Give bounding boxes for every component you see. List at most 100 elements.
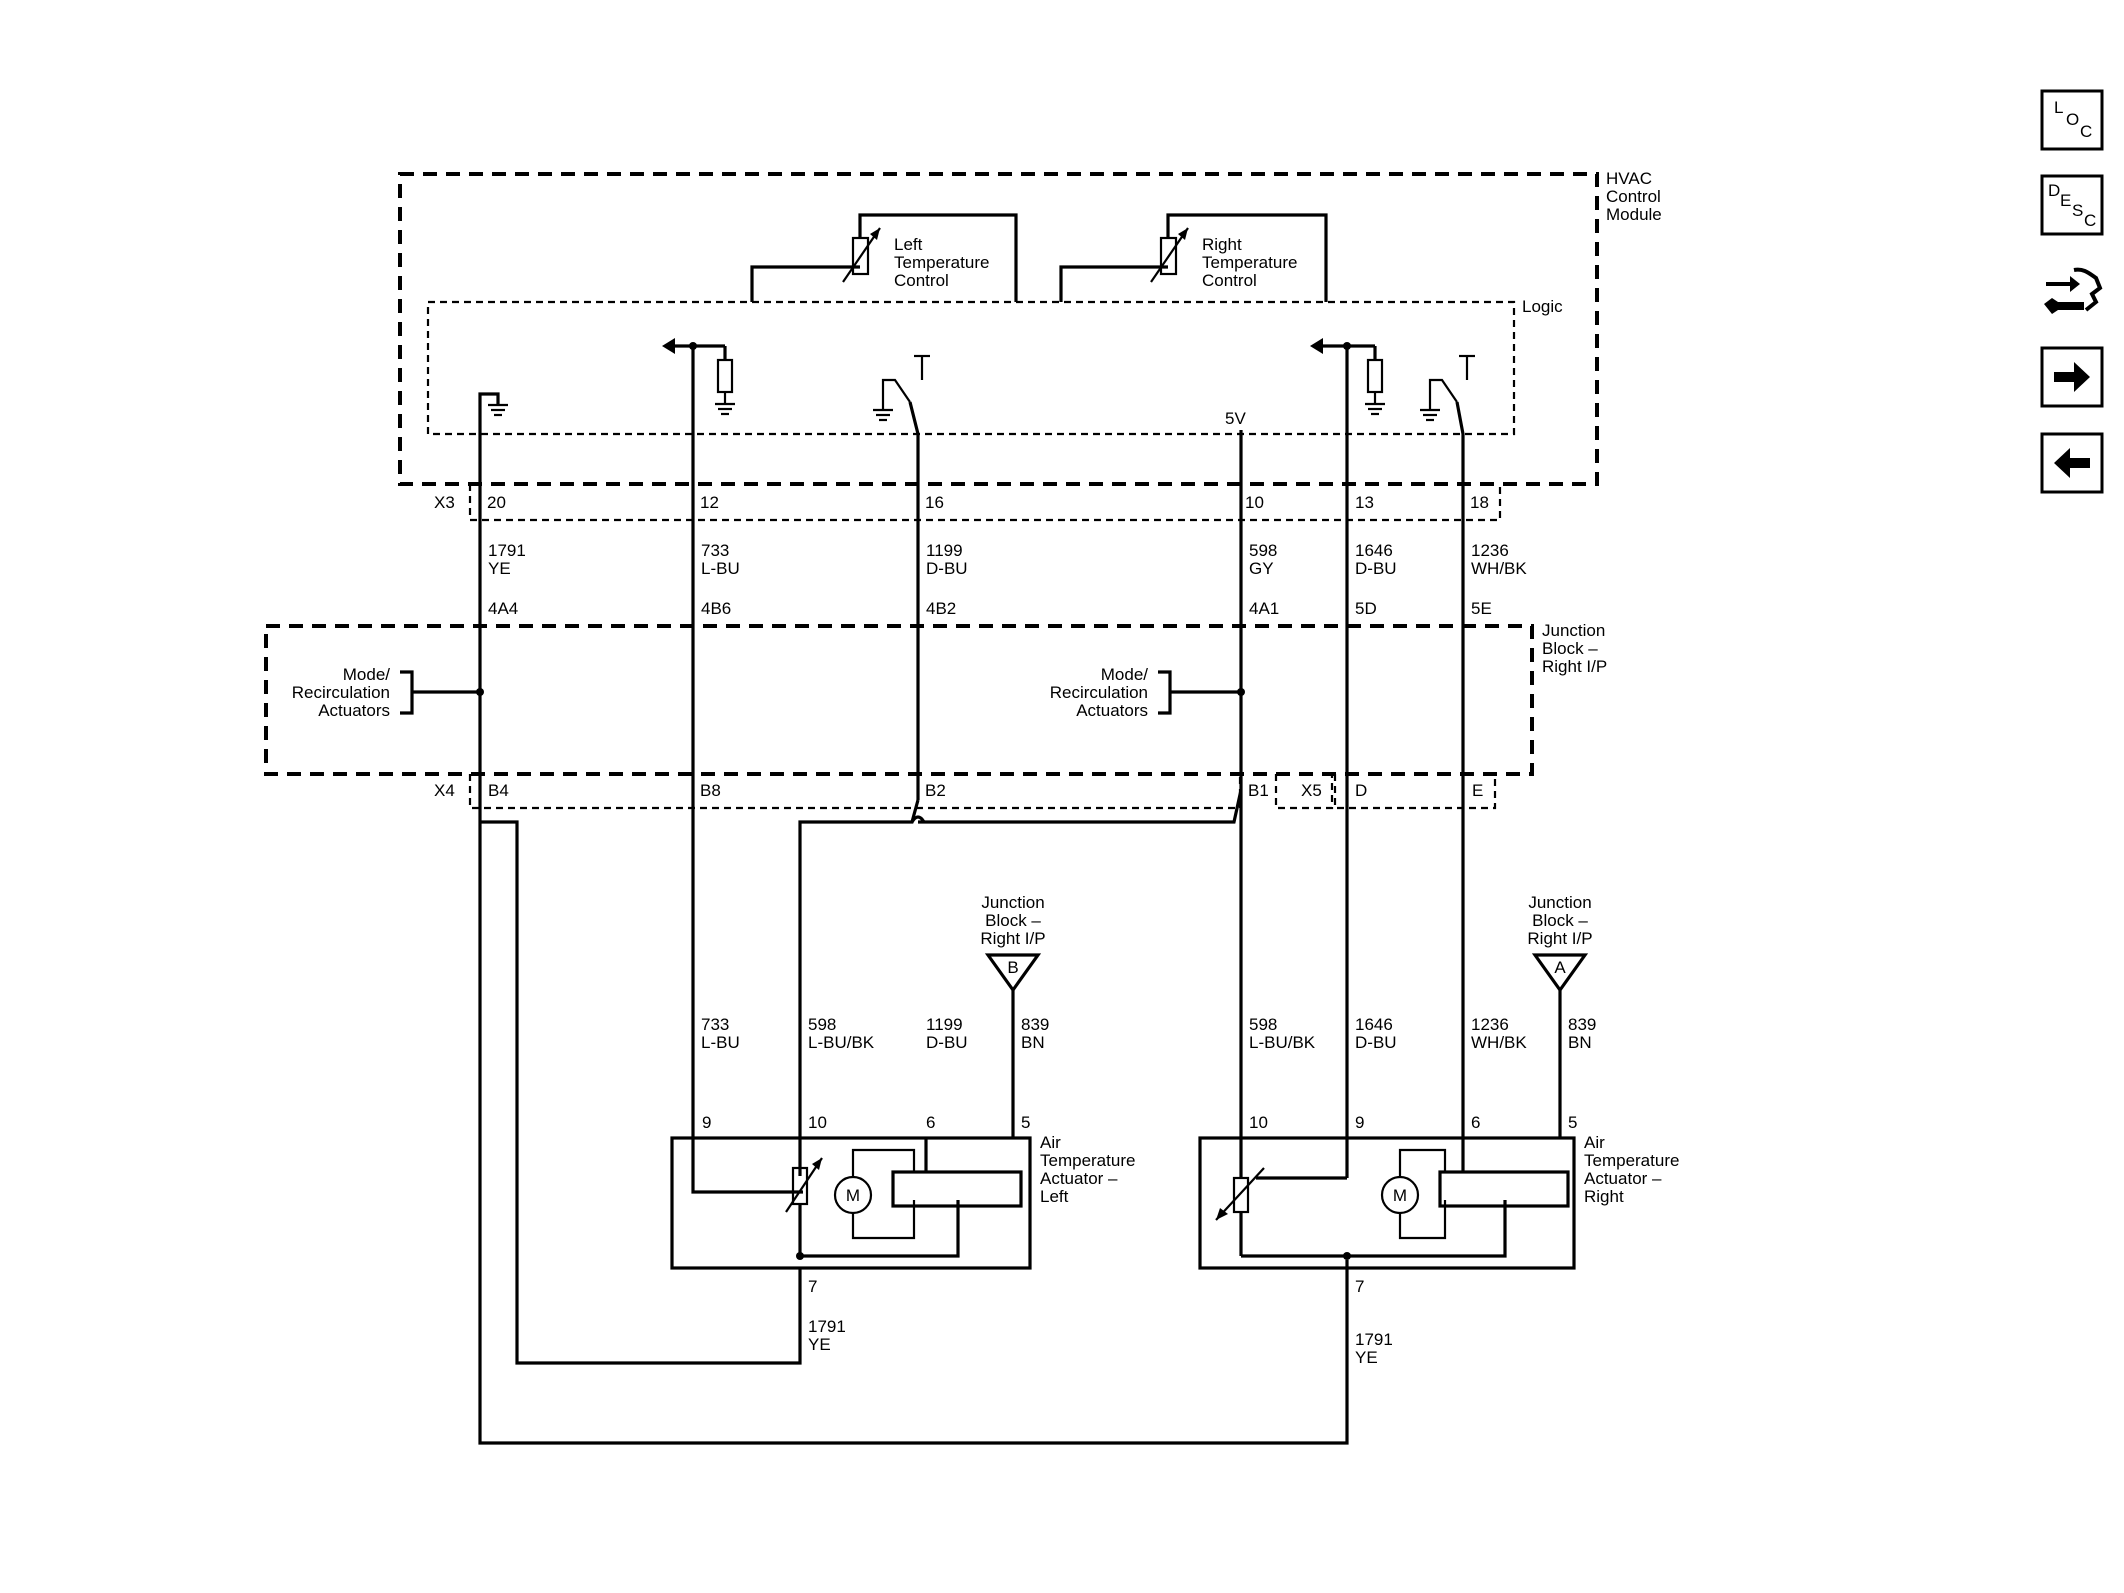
wire-color: WH/BK <box>1471 559 1527 578</box>
wire-color: L-BU <box>701 1033 740 1052</box>
module-title-line-1: HVAC <box>1606 169 1652 188</box>
air-temperature-actuator-right: 10 9 6 5 7 Air Temperature Actuator – Ri… <box>1198 1113 1679 1296</box>
wire-circuit: 1199 <box>926 541 963 560</box>
actuator-left-title-4: Left <box>1040 1187 1069 1206</box>
wire-circuit: 839 <box>1568 1015 1596 1034</box>
actuator-left-pin-5: 5 <box>1021 1113 1030 1132</box>
x3-pin-13: 13 <box>1355 493 1374 512</box>
left-signal-resistor-icon <box>662 338 735 416</box>
right-temperature-control: Right Temperature Control <box>1059 213 1328 302</box>
x3-label: X3 <box>434 493 455 512</box>
lower-wire-labels: 733 L-BU 598 L-BU/BK 1199 D-BU 839 BN 59… <box>701 1015 1596 1367</box>
mode-recirc-right: Mode/ Recirculation Actuators <box>1050 665 1245 720</box>
actuator-left-title-3: Actuator – <box>1040 1169 1118 1188</box>
splice-label: 4B2 <box>926 599 956 618</box>
loc-button[interactable]: L O C <box>2040 89 2104 151</box>
junction-title-line-1: Junction <box>1542 621 1605 640</box>
x4-pin-b4: B4 <box>488 781 509 800</box>
wire-circuit: 598 <box>1249 1015 1277 1034</box>
actuator-right-motor: M <box>1393 1186 1407 1205</box>
wire-circuit: 839 <box>1021 1015 1049 1034</box>
connector-wrench-icon <box>2044 267 2103 314</box>
actuator-right-ground-pin: 7 <box>1355 1277 1364 1296</box>
wire-color: D-BU <box>926 1033 968 1052</box>
wire-circuit: 1791 <box>1355 1330 1393 1349</box>
ground-ref-a-line-3: Right I/P <box>1527 929 1592 948</box>
ground-ref-a-line-2: Block – <box>1532 911 1588 930</box>
actuator-left-title-1: Air <box>1040 1133 1061 1152</box>
wire-color: YE <box>808 1335 831 1354</box>
ground-ref-a-line-1: Junction <box>1528 893 1591 912</box>
wire-color: D-BU <box>1355 1033 1397 1052</box>
x3-pin-10: 10 <box>1245 493 1264 512</box>
wire-color: L-BU/BK <box>1249 1033 1316 1052</box>
junction-title-line-3: Right I/P <box>1542 657 1607 676</box>
actuator-right-pin-9: 9 <box>1355 1113 1364 1132</box>
wire-color: YE <box>488 559 511 578</box>
actuator-right-title-3: Actuator – <box>1584 1169 1662 1188</box>
wire-color: GY <box>1249 559 1274 578</box>
loc-letter: C <box>2080 122 2092 141</box>
mode-recirc-left: Mode/ Recirculation Actuators <box>292 665 484 720</box>
x3-pin-16: 16 <box>925 493 944 512</box>
feedback-potentiometer-icon <box>1232 1176 1250 1214</box>
mode-left-line-2: Recirculation <box>292 683 390 702</box>
air-temperature-actuator-left: 9 10 6 5 7 Air Temperature Actuator – Le… <box>670 1113 1135 1296</box>
right-control-line-3: Control <box>1202 271 1257 290</box>
prev-page-button[interactable] <box>2040 432 2104 494</box>
loc-letter: O <box>2066 110 2079 129</box>
mode-right-line-3: Actuators <box>1076 701 1148 720</box>
right-control-line-2: Temperature <box>1202 253 1297 272</box>
loc-letter: L <box>2054 98 2063 117</box>
desc-letter: C <box>2084 211 2096 230</box>
module-title-line-2: Control <box>1606 187 1661 206</box>
x4-pin-b1: B1 <box>1248 781 1269 800</box>
x3-pin-20: 20 <box>487 493 506 512</box>
actuator-left-motor: M <box>846 1186 860 1205</box>
x5-label: X5 <box>1301 781 1322 800</box>
wire-color: L-BU <box>701 559 740 578</box>
ground-ref-b-line-3: Right I/P <box>980 929 1045 948</box>
actuator-right-title-1: Air <box>1584 1133 1605 1152</box>
actuator-driver-block <box>1438 1170 1570 1208</box>
hvac-control-module: HVAC Control Module Logic Left Temperatu… <box>398 169 1662 486</box>
ground-ref-b-line-1: Junction <box>981 893 1044 912</box>
ground-ref-b-line-2: Block – <box>985 911 1041 930</box>
wire-color: YE <box>1355 1348 1378 1367</box>
logic-label: Logic <box>1522 297 1563 316</box>
x4-label: X4 <box>434 781 455 800</box>
actuator-right-pin-6: 6 <box>1471 1113 1480 1132</box>
ground-ref-triangle-icon <box>1531 953 1589 993</box>
wire-color: L-BU/BK <box>808 1033 875 1052</box>
actuator-right-title-4: Right <box>1584 1187 1624 1206</box>
actuator-right-pin-10: 10 <box>1249 1113 1268 1132</box>
actuator-left-pin-6: 6 <box>926 1113 935 1132</box>
x4-pin-b2: B2 <box>925 781 946 800</box>
left-control-line-2: Temperature <box>894 253 989 272</box>
right-driver-switch-icon <box>1420 354 1475 422</box>
wire-color: D-BU <box>926 559 968 578</box>
ground-ref-b-letter: B <box>1007 958 1018 977</box>
x3-connector: X3 20 12 16 10 13 18 <box>434 484 1502 522</box>
next-page-button[interactable] <box>2040 346 2104 408</box>
upper-wires <box>478 346 1465 1178</box>
ground-ref-triangle-icon <box>984 953 1042 993</box>
splice-label: 5D <box>1355 599 1377 618</box>
left-driver-switch-icon <box>873 354 930 422</box>
desc-button[interactable]: D E S C <box>2040 174 2104 236</box>
splice-label: 5E <box>1471 599 1492 618</box>
wire-color: WH/BK <box>1471 1033 1527 1052</box>
wire-circuit: 1236 <box>1471 541 1509 560</box>
desc-letter: E <box>2060 191 2071 210</box>
logic-ground-icon <box>478 392 508 434</box>
wire-circuit: 598 <box>808 1015 836 1034</box>
actuator-left-pin-10: 10 <box>808 1113 827 1132</box>
ground-ref-b: Junction Block – Right I/P B <box>980 893 1046 993</box>
arrow-right-icon <box>2040 346 2104 408</box>
connector-view-button[interactable] <box>2040 260 2104 322</box>
right-signal-resistor-icon <box>1310 338 1385 416</box>
splice-label: 4A4 <box>488 599 518 618</box>
junction-title-line-2: Block – <box>1542 639 1598 658</box>
wire-color: BN <box>1021 1033 1045 1052</box>
x3-pin-18: 18 <box>1470 493 1489 512</box>
